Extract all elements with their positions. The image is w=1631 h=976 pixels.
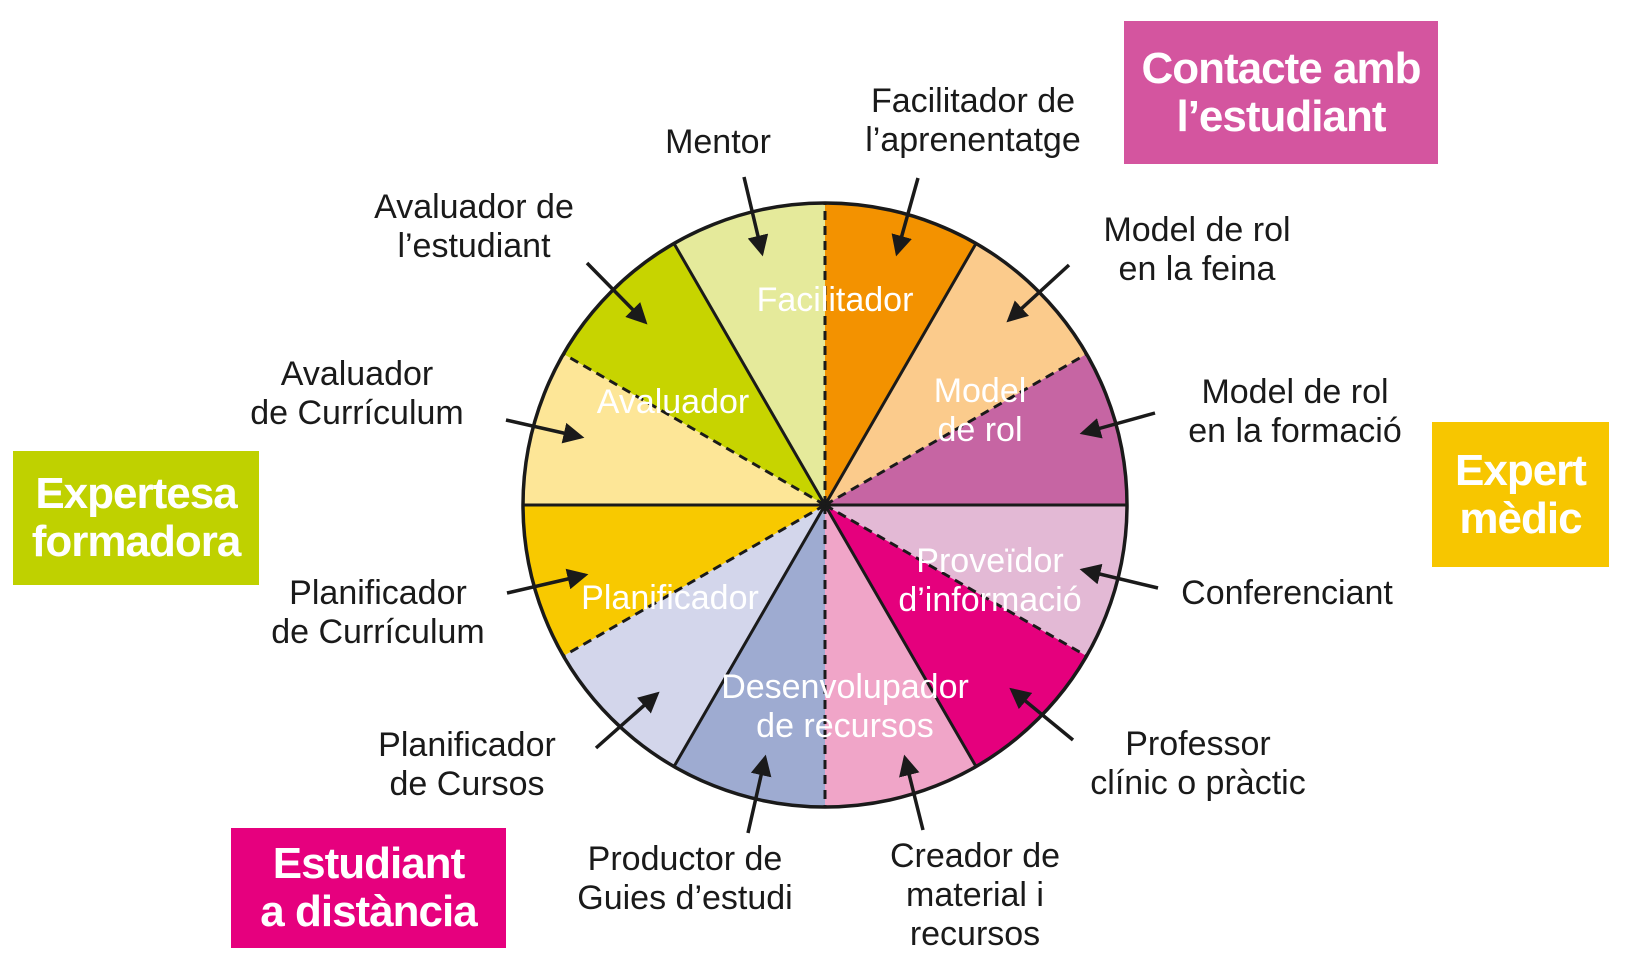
segment-planificador-curriculum [523, 354, 825, 505]
inner-label-avaluador: Avaluador [596, 383, 750, 421]
inner-label-facilitador: Facilitador [756, 281, 914, 319]
label-model-rol-feina: Model de rol en la feina [1103, 211, 1291, 288]
arrow-facilitador-aprenentatge [891, 177, 920, 257]
arrow-avaluador-estudiant [585, 261, 648, 325]
wheel-outline [521, 201, 1129, 809]
arrow-avaluador-curriculum [505, 418, 585, 444]
arrow-planificador-cursos [594, 691, 660, 750]
segment-professor-clinic [825, 505, 976, 807]
dashed-divider [824, 503, 1088, 658]
label-conferenciant: Conferenciant [1181, 574, 1393, 612]
segment-avaluador-estudiant [674, 203, 825, 505]
dashed-divider [824, 352, 1088, 507]
segment-creador-material [674, 505, 825, 807]
arrow-model-rol-feina [1006, 263, 1071, 323]
label-productor-guies: Productor de Guies d’estudi [577, 840, 793, 917]
label-arrows [505, 176, 1159, 834]
label-mentor: Mentor [665, 123, 771, 161]
inner-label-model: Model de rol [933, 372, 1027, 449]
segment-model-rol-formacio [825, 505, 1127, 656]
segment-mentor [825, 203, 976, 505]
arrow-productor-guies [746, 754, 772, 834]
label-creador-material: Creador de material i recursos [889, 837, 1061, 953]
solid-divider [823, 242, 978, 506]
arrow-creador-material [899, 754, 925, 831]
label-planificador-curriculum: Planificador de Currículum [271, 574, 485, 651]
arrow-model-rol-formacio [1079, 411, 1156, 439]
segment-productor-guies [563, 505, 825, 767]
inner-label-proveidor: Proveïdor d’informació [898, 542, 1082, 619]
label-avaluador-estudiant: Avaluador de l’estudiant [374, 188, 574, 265]
solid-divider [672, 242, 827, 506]
arrow-mentor [742, 176, 769, 257]
solid-divider [672, 504, 827, 768]
label-model-rol-formacio: Model de rol en la formació [1188, 373, 1402, 450]
wheel-dividers [521, 201, 1129, 809]
category-estudiant-distancia: Estudiant a distància [231, 828, 506, 948]
dashed-divider [562, 503, 826, 658]
label-professor-clinic: Professor clínic o pràctic [1090, 725, 1306, 802]
arrow-professor-clinic [1009, 687, 1075, 742]
segment-model-rol-feina [825, 354, 1127, 505]
arrow-conferenciant [1079, 563, 1159, 590]
inner-label-planificador: Planificador [581, 579, 759, 617]
category-contacte-estudiant: Contacte amb l’estudiant [1124, 21, 1438, 164]
label-avaluador-curriculum: Avaluador de Currículum [250, 355, 464, 432]
inner-label-desenvolupador: Desenvolupador de recursos [721, 668, 969, 745]
dashed-divider [562, 352, 826, 507]
category-expertesa-formadora: Expertesa formadora [13, 451, 259, 585]
segment-planificador-cursos [523, 505, 825, 656]
label-planificador-cursos: Planificador de Cursos [378, 726, 556, 803]
category-expert-medic: Expert mèdic [1432, 422, 1609, 567]
solid-divider [823, 504, 978, 768]
arrow-planificador-curriculum [506, 568, 589, 595]
label-facilitador-aprenentatge: Facilitador de l’aprenentatge [865, 82, 1081, 159]
